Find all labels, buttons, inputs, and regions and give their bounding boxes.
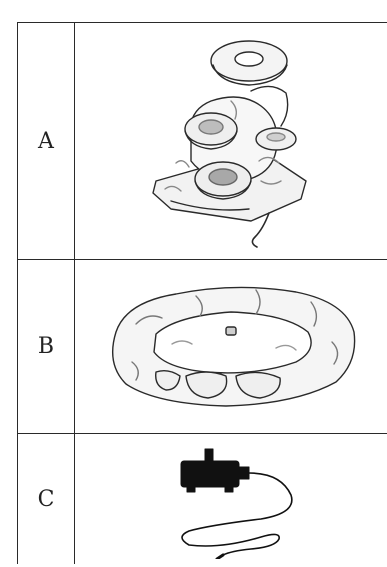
part-image-c <box>75 434 387 565</box>
rock-basin-illustration <box>96 272 366 422</box>
part-label-b: B <box>18 260 75 434</box>
part-label-c: C <box>18 434 75 565</box>
part-row-b: B <box>18 260 387 434</box>
part-row-c: C <box>18 434 387 565</box>
tiered-rock-fountain-illustration <box>131 31 331 251</box>
parts-table: A <box>17 22 387 564</box>
pump-with-cord-illustration <box>131 439 331 559</box>
part-row-a: A <box>18 23 387 260</box>
part-label-a: A <box>18 23 75 260</box>
part-image-b <box>75 260 387 434</box>
part-image-a <box>75 23 387 260</box>
